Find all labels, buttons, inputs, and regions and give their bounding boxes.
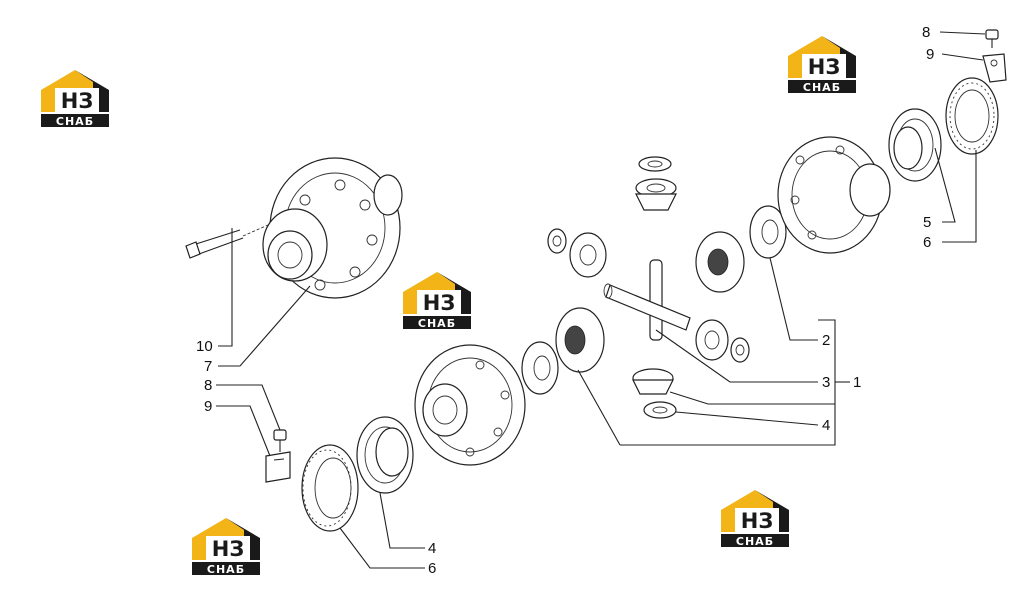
callout-7: 7: [204, 358, 212, 375]
bolt-small-right: [985, 29, 999, 48]
planet-gear-bottom: [632, 368, 677, 419]
watermark-logo: [41, 70, 109, 128]
callout-10: 10: [196, 338, 213, 355]
differential-half-housing-left: [414, 344, 526, 466]
washer-top-small: [547, 228, 567, 254]
thrust-washer-center-right: [749, 205, 787, 259]
housing-bolt: [185, 224, 269, 259]
cross-pin-shaft: [603, 259, 691, 341]
callout-6-bottom: 6: [428, 560, 436, 577]
ring-nut-right: [945, 77, 999, 155]
bearing-right: [888, 108, 942, 182]
bearing-left: [356, 416, 414, 494]
watermark-logo: [192, 518, 260, 576]
washer-top-stack: [635, 156, 677, 211]
callout-2: 2: [822, 332, 830, 349]
watermark-logo: [403, 272, 471, 330]
leader-lines: [216, 31, 986, 569]
callout-8-top: 8: [922, 24, 930, 41]
callout-5: 5: [923, 214, 931, 231]
watermark-logo: [721, 490, 789, 548]
callout-3: 3: [822, 374, 830, 391]
callout-8-left: 8: [204, 377, 212, 394]
callout-9-top: 9: [926, 46, 934, 63]
planet-gear-left: [569, 232, 607, 278]
differential-half-housing-right: [777, 136, 891, 254]
lock-plate-left: [265, 451, 291, 483]
planet-gear-right: [695, 319, 750, 363]
differential-housing-assembled: [262, 157, 403, 299]
bolt-small-left: [273, 429, 287, 452]
thrust-washer-center-left: [521, 341, 559, 395]
side-gear-left: [555, 307, 605, 373]
callout-4-bottom: 4: [428, 540, 436, 557]
callout-4-right: 4: [822, 417, 830, 434]
callout-9-left: 9: [204, 398, 212, 415]
lock-plate-right: [982, 53, 1007, 83]
callout-6-right: 6: [923, 234, 931, 251]
callout-1: 1: [853, 374, 861, 391]
side-gear-right: [695, 231, 745, 293]
watermark-logo: [788, 36, 856, 94]
ring-nut-left: [301, 444, 359, 532]
